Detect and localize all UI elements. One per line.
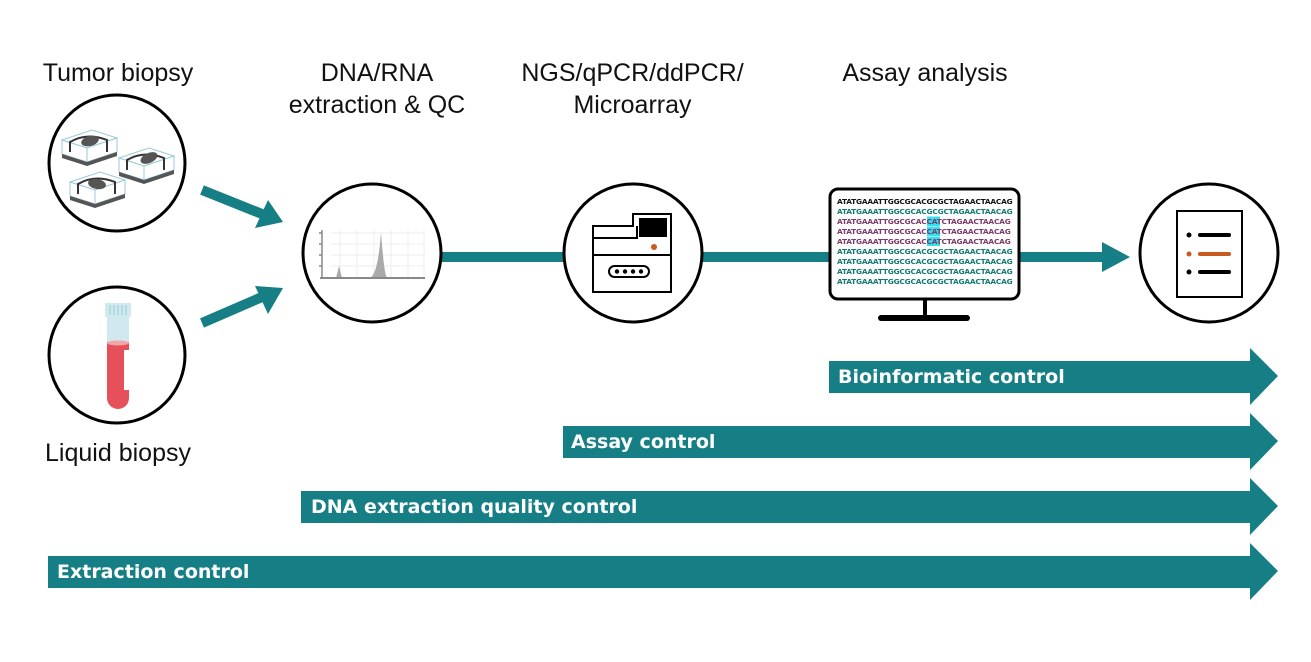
pipeline-connector [702,252,830,262]
alignment-reference: ATATGAAATTGGCGCACGCGCTAGAACTAACAG [837,197,1013,206]
control-bar-assay [563,413,1278,470]
control-bar-extraction [48,543,1278,600]
alignment-row: ATATGAAATTGGCGCACCATCTAGAACTAACAG [837,237,1011,246]
stage-label-liquid-biopsy: Liquid biopsy [45,439,191,467]
alignment-row: ATATGAAATTGGCGCACCATCTAGAACTAACAG [837,217,1011,226]
blood-tube-icon [47,285,187,425]
variant-highlight [927,226,940,236]
alignment-row: ATATGAAATTGGCGCACGCGCTAGAACTAACAG [837,207,1013,216]
tissue-blocks-icon [47,93,187,233]
variant-highlight [927,236,940,246]
pipeline-connector [1019,252,1105,262]
alignment-row: ATATGAAATTGGCGCACGCGCTAGAACTAACAG [837,267,1013,276]
pipeline-arrowhead [1102,242,1130,272]
variant-highlight [927,216,940,226]
stage-label-analysis: Assay analysis [842,59,1008,87]
report-document-icon [1138,182,1280,324]
sequencer-instrument-icon [562,182,704,324]
control-label-bioinformatic: Bioinformatic control [838,366,1065,388]
arrow-tumor-to-extraction [200,185,283,228]
control-bar-dna-extraction-quality [301,478,1278,535]
control-label-extraction: Extraction control [57,561,250,583]
electropherogram-icon [301,182,443,324]
alignment-row: ATATGAAATTGGCGCACGCGCTAGAACTAACAG [837,277,1013,286]
stage-label-tumor-biopsy: Tumor biopsy [42,59,194,87]
control-label-dna-extraction-quality: DNA extraction quality control [311,496,638,518]
alignment-row: ATATGAAATTGGCGCACCATCTAGAACTAACAG [837,227,1011,236]
alignment-rows: ATATGAAATTGGCGCACGCGCTAGAACTAACAGATATGAA… [837,207,1013,286]
alignment-row: ATATGAAATTGGCGCACGCGCTAGAACTAACAG [837,247,1013,256]
pipeline-connector [440,252,565,262]
stage-label-extraction: DNA/RNA extraction & QC [288,59,466,119]
control-bar-bioinformatic [829,348,1278,405]
monitor-sequence-alignment-icon: ATATGAAATTGGCGCACGCGCTAGAACTAACAG ATATGA… [828,187,1021,321]
alignment-row: ATATGAAATTGGCGCACGCGCTAGAACTAACAG [837,257,1013,266]
arrow-liquid-to-extraction [200,286,283,328]
control-label-assay: Assay control [571,431,716,453]
stage-label-sequencing: NGS/qPCR/ddPCR/ Microarray [521,59,744,119]
